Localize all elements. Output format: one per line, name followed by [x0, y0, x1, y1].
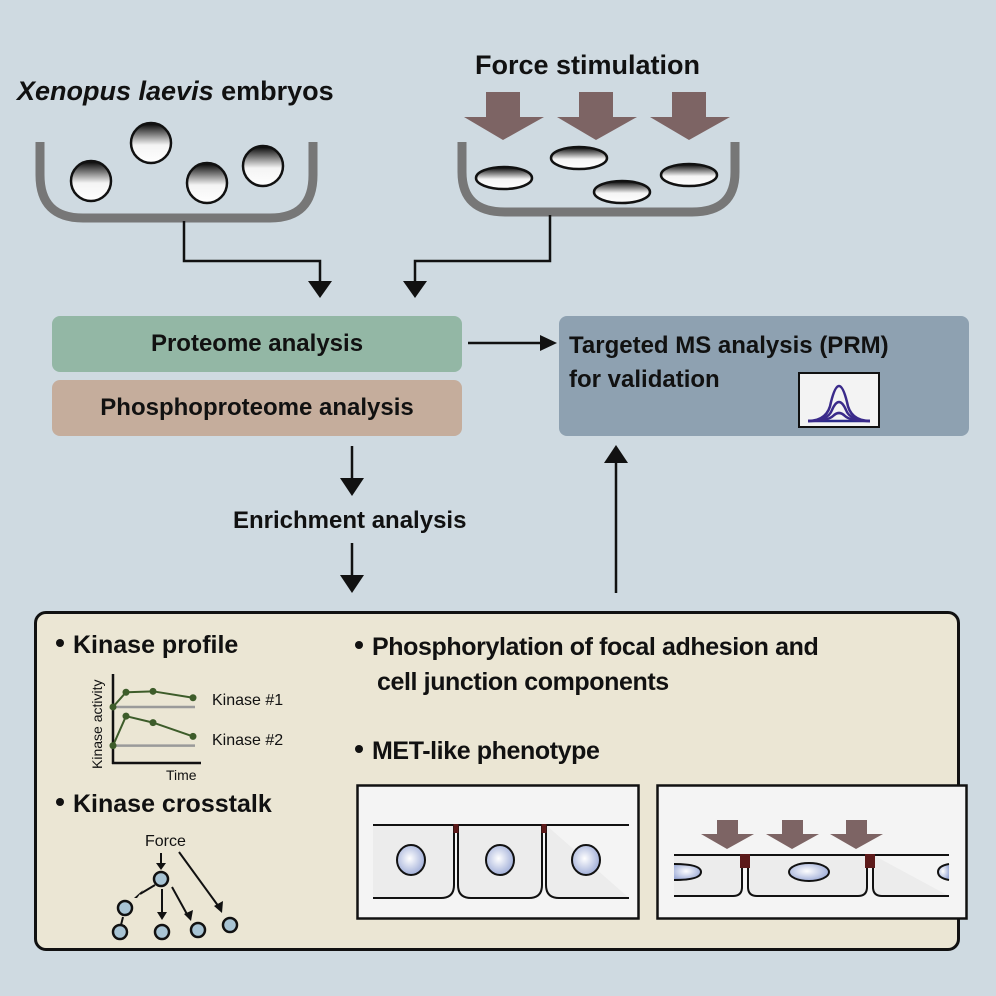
phosphorylation-line1: Phosphorylation of focal adhesion and [372, 633, 819, 661]
kinase-point [122, 712, 130, 720]
embryos-word: embryos [213, 76, 334, 106]
kinase-point [122, 688, 130, 696]
kinase-line-1 [112, 690, 194, 708]
arrowhead-icon [134, 890, 143, 898]
targeted-ms-line2: for validation [569, 366, 720, 393]
nucleus [788, 862, 830, 882]
epithelial-cells-panel [356, 784, 640, 920]
force-arrow-icon [701, 820, 754, 849]
kinase-node [116, 899, 134, 917]
kinase-node [221, 916, 239, 934]
force-stimulated-cells-panel [656, 784, 968, 920]
nucleus [571, 844, 601, 876]
arrowhead-icon [184, 910, 193, 921]
force-stimulation-label: Force stimulation [475, 50, 701, 80]
nucleus [936, 863, 950, 881]
targeted-ms-box: Targeted MS analysis (PRM) for validatio… [559, 316, 969, 436]
flattened-embryo [474, 165, 534, 191]
arrowhead-icon [214, 901, 223, 913]
kinase-point [109, 703, 117, 711]
phosphorylation-heading: Phosphorylation of focal adhesion and [355, 633, 819, 662]
cell-junction [541, 824, 547, 833]
met-phenotype-heading: MET-like phenotype [355, 737, 600, 766]
force-arrow-icon [830, 820, 883, 849]
kinase-profile-chart: Kinase activity Time Kinase #1 Kinase #2 [89, 674, 283, 783]
arrowhead-icon [157, 912, 167, 920]
force-arrow-icon [650, 92, 730, 140]
proteome-analysis-box: Proteome analysis [52, 316, 462, 372]
kinase-profile-text: Kinase profile [73, 631, 239, 659]
x-axis-label: Time [166, 767, 197, 783]
force-arrow-icon [464, 92, 544, 140]
bullet-icon [56, 798, 64, 807]
force-node-label: Force [145, 833, 186, 850]
phosphoproteome-label: Phosphoproteome analysis [100, 394, 414, 421]
kinase-point [149, 719, 157, 727]
phosphorylation-line2: cell junction components [377, 668, 669, 696]
bullet-icon [355, 641, 363, 650]
embryo [241, 144, 285, 188]
kinase-point [149, 687, 157, 695]
nucleus [396, 844, 426, 876]
cell-junction [865, 854, 875, 868]
cell-junction [740, 854, 750, 868]
y-axis-label: Kinase activity [89, 680, 105, 769]
flattened-embryo [659, 162, 719, 188]
arrowhead-icon [403, 281, 427, 298]
kinase-node [153, 923, 171, 941]
connector-force [413, 215, 552, 288]
kinase-node [152, 870, 170, 888]
nucleus [485, 844, 515, 876]
embryo [69, 159, 113, 203]
kinase-crosstalk-text: Kinase crosstalk [73, 790, 272, 818]
proteome-label: Proteome analysis [150, 330, 364, 357]
cell [872, 854, 949, 897]
arrowhead-icon [340, 478, 364, 496]
flattened-embryo [549, 145, 609, 171]
force-arrow-icon [766, 820, 819, 849]
enrichment-analysis-label: Enrichment analysis [233, 507, 467, 534]
petri-dish-right [457, 142, 740, 217]
kinase-crosstalk-network: Force [111, 833, 239, 941]
kinase-crosstalk-heading: Kinase crosstalk [56, 790, 272, 819]
nucleus [673, 863, 703, 881]
kinase-node [189, 921, 207, 939]
kinase-point [189, 694, 197, 702]
chromatogram-peak-icon [798, 372, 880, 428]
flattened-embryo [592, 179, 652, 205]
force-arrow-icon [557, 92, 637, 140]
embryo [129, 121, 173, 165]
top-diagram [35, 92, 740, 593]
embryo [185, 161, 229, 205]
met-phenotype-text: MET-like phenotype [372, 737, 600, 765]
bullet-icon [56, 639, 64, 648]
petri-dish-left [35, 142, 318, 223]
kinase-point [189, 732, 197, 740]
arrowhead-icon [308, 281, 332, 298]
arrowhead-icon [340, 575, 364, 593]
targeted-ms-line1: Targeted MS analysis (PRM) [569, 332, 889, 359]
kinase-profile-heading: Kinase profile [56, 631, 238, 660]
species-name: Xenopus laevis [17, 76, 214, 106]
arrowhead-icon [540, 335, 557, 351]
kinase-line-2 [112, 714, 194, 747]
cell-junction [453, 824, 459, 833]
kinase-point [109, 742, 117, 750]
arrowhead-icon [156, 863, 166, 870]
legend-kinase-2: Kinase #2 [212, 732, 283, 749]
kinase-node [111, 923, 129, 941]
arrowhead-icon [604, 445, 628, 463]
phosphoproteome-analysis-box: Phosphoproteome analysis [52, 380, 462, 436]
connector-embryos [182, 221, 322, 288]
bullet-icon [355, 745, 363, 754]
embryos-label: Xenopus laevis embryos [17, 76, 334, 107]
legend-kinase-1: Kinase #1 [212, 692, 283, 709]
